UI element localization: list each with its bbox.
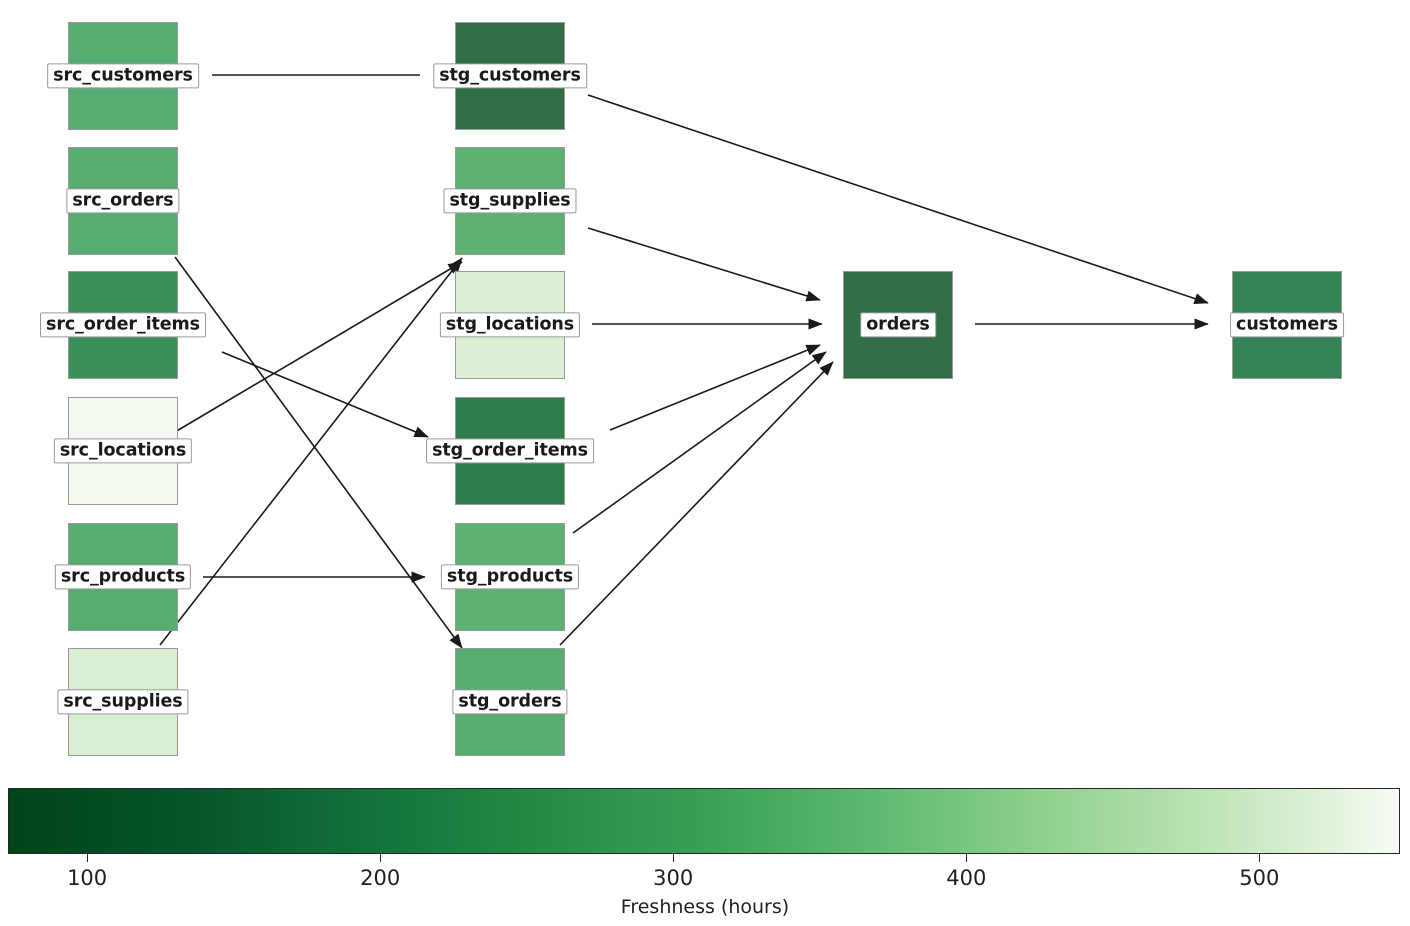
edge-stg_order_items-to-orders [609, 344, 821, 431]
node-label-src_supplies: src_supplies [57, 689, 189, 715]
node-label-stg_order_items: stg_order_items [426, 438, 594, 464]
node-label-stg_customers: stg_customers [433, 63, 587, 89]
edge-stg_supplies-to-orders [587, 227, 821, 302]
colorbar-tick-label-300: 300 [653, 866, 694, 890]
colorbar-gradient [8, 788, 1400, 854]
edge-src_supplies-to-stg_supplies [159, 257, 463, 646]
colorbar-tick-label-500: 500 [1239, 866, 1280, 890]
colorbar-tick-400 [966, 854, 968, 862]
node-label-src_customers: src_customers [47, 63, 199, 89]
colorbar-tick-label-200: 200 [360, 866, 401, 890]
node-label-src_locations: src_locations [53, 438, 193, 464]
node-label-src_products: src_products [54, 564, 192, 590]
edge-src_orders-to-stg_orders [174, 256, 463, 649]
colorbar-tick-label-100: 100 [67, 866, 108, 890]
node-label-orders: orders [860, 312, 936, 338]
colorbar-title: Freshness (hours) [620, 896, 790, 918]
edge-stg_customers-to-customers [587, 94, 1209, 304]
colorbar-tick-300 [673, 854, 675, 862]
colorbar-tick-500 [1259, 854, 1261, 862]
node-label-src_order_items: src_order_items [40, 312, 206, 338]
colorbar[interactable] [8, 788, 1400, 854]
colorbar-tick-100 [87, 854, 89, 862]
node-label-stg_products: stg_products [440, 564, 580, 590]
node-label-customers: customers [1230, 312, 1344, 338]
colorbar-tick-200 [380, 854, 382, 862]
edge-src_order_items-to-stg_order_items [221, 351, 429, 438]
colorbar-tick-label-400: 400 [946, 866, 987, 890]
edge-stg_orders-to-orders [559, 361, 834, 646]
edge-stg_products-to-orders [572, 351, 827, 534]
node-label-stg_supplies: stg_supplies [443, 188, 577, 214]
node-label-stg_orders: stg_orders [452, 689, 568, 715]
node-label-stg_locations: stg_locations [439, 312, 581, 338]
edge-src_locations-to-stg_locations [174, 261, 463, 433]
node-label-src_orders: src_orders [66, 188, 180, 214]
